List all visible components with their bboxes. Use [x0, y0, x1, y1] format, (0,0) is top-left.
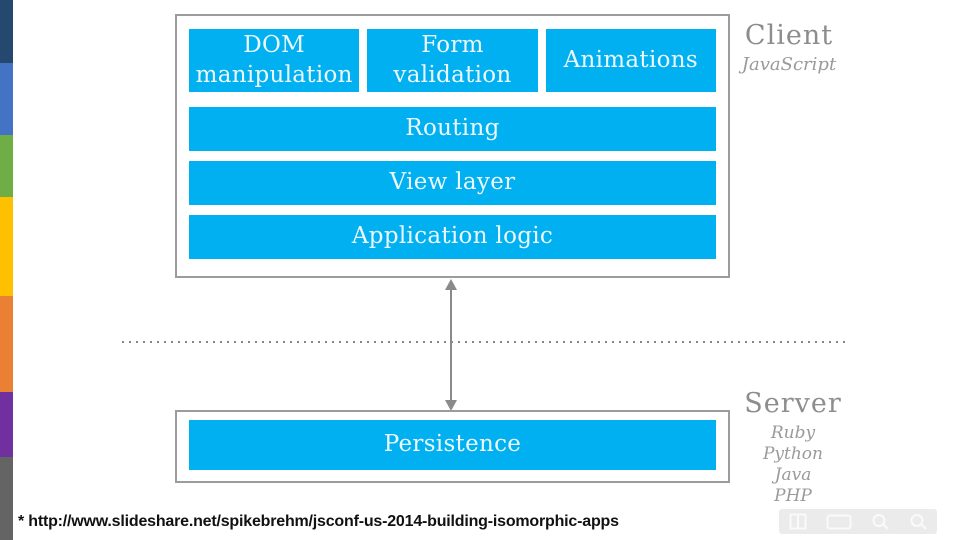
server-lang-php: PHP — [774, 486, 812, 506]
server-lang-python: Python — [762, 444, 823, 464]
client-label-group: Client JavaScript — [735, 20, 843, 75]
arrowhead-up-icon — [445, 279, 457, 290]
routing-box: Routing — [189, 107, 716, 151]
server-label-group: Server Ruby Python Java PHP — [737, 388, 849, 507]
zoom-out-icon[interactable] — [871, 513, 890, 531]
persistence-box: Persistence — [189, 420, 716, 470]
dom-manipulation-box: DOM manipulation — [189, 29, 360, 92]
stripe-orange — [0, 296, 13, 392]
arrowhead-down-icon — [445, 400, 457, 411]
citation-text: * http://www.slideshare.net/spikebrehm/j… — [18, 513, 619, 530]
server-label: Server — [744, 388, 842, 419]
server-lang-java: Java — [774, 465, 812, 485]
zoom-in-icon[interactable] — [909, 513, 928, 531]
reader-icon[interactable] — [789, 513, 807, 530]
client-label: Client — [744, 20, 834, 51]
stripe-yellow — [0, 197, 13, 296]
view-layer-box: View layer — [189, 161, 716, 205]
server-container: Persistence — [175, 410, 730, 483]
animations-box: Animations — [545, 29, 716, 92]
stripe-gray — [0, 457, 13, 540]
client-top-row: DOM manipulation Form validation Animati… — [189, 29, 716, 92]
player-toolbar — [779, 509, 937, 534]
stripe-navy — [0, 0, 13, 63]
stripe-green — [0, 135, 13, 197]
client-server-divider — [122, 341, 850, 343]
stripe-purple — [0, 392, 13, 457]
stripe-blue — [0, 63, 13, 135]
form-validation-box: Form validation — [367, 29, 538, 92]
client-sublabel: JavaScript — [741, 54, 837, 75]
application-logic-box: Application logic — [189, 215, 716, 259]
fullscreen-icon[interactable] — [826, 514, 852, 530]
client-container: DOM manipulation Form validation Animati… — [175, 14, 730, 278]
client-server-arrow — [439, 279, 463, 411]
server-lang-ruby: Ruby — [770, 423, 816, 443]
